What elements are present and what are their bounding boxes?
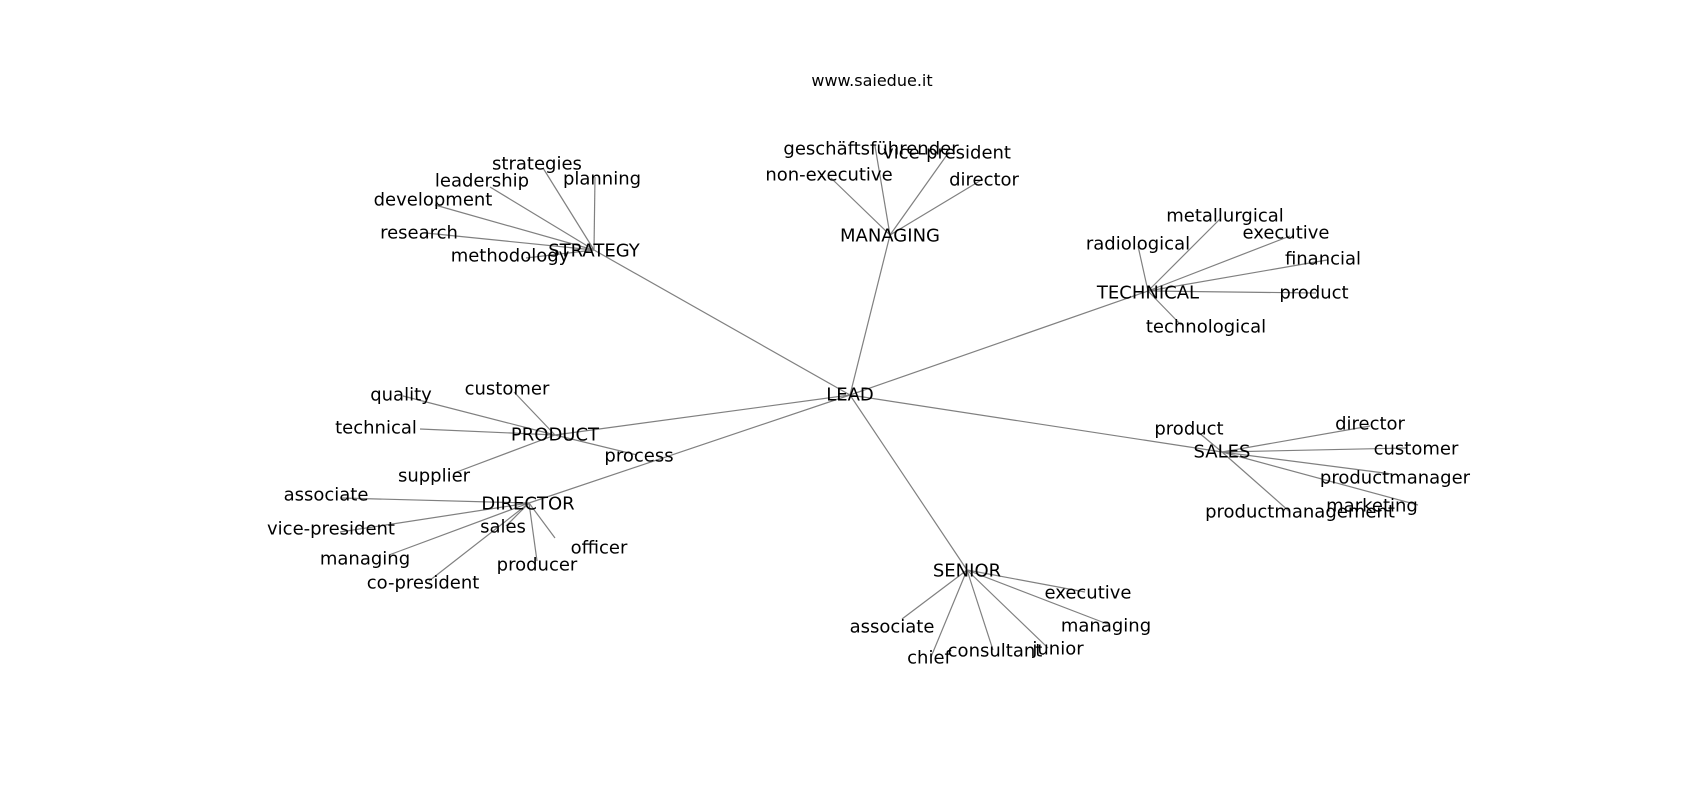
- edge-root-director: [528, 394, 851, 504]
- node-leaf-technical-technological: technological: [1146, 317, 1266, 338]
- node-leaf-technical-radiological: radiological: [1086, 234, 1190, 255]
- node-hub-senior: SENIOR: [933, 561, 1001, 582]
- node-leaf-technical-product: product: [1279, 283, 1348, 304]
- node-leaf-managing-non-executive: non-executive: [765, 165, 892, 186]
- edge-strategy-planning: [593, 176, 596, 251]
- edge-strategy-leadership: [489, 186, 595, 251]
- node-leaf-strategy-strategies: strategies: [492, 154, 582, 175]
- site-label: www.saiedue.it: [811, 71, 933, 90]
- node-leaf-managing-geschäftsführender: geschäftsführender: [783, 139, 959, 160]
- edge-senior-executive: [966, 569, 1086, 593]
- node-leaf-strategy-methodology: methodology: [451, 246, 570, 267]
- edge-product-quality: [402, 395, 556, 436]
- node-leaf-senior-junior: junior: [1031, 639, 1084, 660]
- node-leaf-managing-director: director: [949, 170, 1019, 191]
- edge-director-associate: [340, 497, 530, 504]
- edge-senior-consultant: [966, 569, 994, 651]
- edge-managing-director: [889, 178, 984, 236]
- node-leaf-director-associate: associate: [284, 485, 369, 506]
- edge-root-technical: [849, 290, 1149, 396]
- edge-root-product: [554, 394, 851, 436]
- edge-sales-customer: [1221, 447, 1408, 453]
- edge-root-managing: [849, 234, 891, 396]
- node-leaf-senior-associate: associate: [850, 617, 935, 638]
- edge-product-technical: [419, 428, 556, 436]
- edge-product-supplier: [453, 434, 556, 474]
- node-leaf-senior-consultant: consultant: [948, 641, 1043, 662]
- node-leaf-director-sales: sales: [480, 517, 526, 538]
- edge-senior-chief: [930, 569, 968, 658]
- edge-strategy-research: [425, 232, 595, 251]
- node-leaf-strategy-development: development: [374, 190, 493, 211]
- node-hub-technical: TECHNICAL: [1096, 283, 1199, 304]
- node-leaf-senior-executive: executive: [1044, 583, 1131, 604]
- node-leaf-director-producer: producer: [497, 555, 578, 576]
- edge-technical-executive: [1147, 235, 1291, 292]
- node-leaf-sales-productmanager: productmanager: [1320, 468, 1471, 489]
- node-leaf-technical-executive: executive: [1242, 223, 1329, 244]
- graph-edges: [339, 145, 1419, 658]
- edge-managing-geschäftsführender: [874, 145, 891, 236]
- node-hub-director: DIRECTOR: [481, 494, 574, 515]
- edge-sales-productmanagement: [1221, 451, 1291, 513]
- node-hub-product: PRODUCT: [511, 425, 600, 446]
- node-leaf-director-vice-president: vice-president: [267, 519, 395, 540]
- edge-managing-vice-president: [889, 151, 950, 236]
- node-leaf-sales-productmanagement: productmanagement: [1205, 502, 1395, 523]
- edge-root-strategy: [593, 249, 851, 396]
- edge-technical-radiological: [1137, 245, 1149, 292]
- node-leaf-director-managing: managing: [320, 549, 410, 570]
- node-leaf-director-co-president: co-president: [367, 573, 480, 594]
- node-leaf-senior-managing: managing: [1061, 616, 1151, 637]
- edge-director-vice-president: [339, 502, 530, 533]
- node-leaf-senior-chief: chief: [907, 648, 951, 669]
- node-leaf-sales-marketing: marketing: [1326, 496, 1418, 517]
- edge-strategy-strategies: [542, 167, 595, 251]
- node-hub-strategy: STRATEGY: [548, 241, 641, 262]
- edge-technical-financial: [1147, 259, 1328, 292]
- node-leaf-product-supplier: supplier: [398, 466, 471, 487]
- edge-strategy-development: [434, 204, 595, 251]
- edge-senior-managing: [966, 569, 1111, 626]
- node-leaf-strategy-research: research: [380, 223, 458, 244]
- node-leaf-sales-product: product: [1154, 419, 1223, 440]
- edge-managing-non-executive: [830, 177, 891, 236]
- node-leaf-product-technical: technical: [335, 418, 417, 439]
- node-hub-managing: MANAGING: [840, 226, 940, 247]
- edge-technical-metallurgical: [1147, 218, 1221, 292]
- edge-director-managing: [388, 502, 530, 556]
- edge-sales-product: [1197, 431, 1223, 453]
- edge-product-customer: [513, 391, 556, 436]
- edge-technical-technological: [1147, 290, 1182, 326]
- edge-root-senior: [849, 394, 968, 571]
- edge-director-sales: [505, 502, 530, 527]
- node-leaf-director-officer: officer: [571, 538, 628, 559]
- edge-sales-marketing: [1221, 451, 1419, 506]
- node-leaf-sales-director: director: [1335, 414, 1405, 435]
- edge-senior-junior: [966, 569, 1049, 649]
- node-root: LEAD: [826, 385, 874, 406]
- node-leaf-strategy-planning: planning: [563, 169, 641, 190]
- node-leaf-managing-vice-president: vice-president: [883, 143, 1011, 164]
- node-leaf-strategy-leadership: leadership: [435, 171, 529, 192]
- edge-senior-associate: [901, 569, 968, 620]
- edge-director-producer: [528, 502, 538, 562]
- node-leaf-technical-financial: financial: [1285, 249, 1361, 270]
- edge-technical-product: [1147, 290, 1317, 294]
- edge-root-sales: [849, 394, 1223, 453]
- node-leaf-technical-metallurgical: metallurgical: [1166, 206, 1284, 227]
- edge-product-process: [554, 434, 638, 456]
- node-leaf-product-quality: quality: [370, 385, 432, 406]
- node-leaf-product-process: process: [604, 446, 673, 467]
- node-leaf-product-customer: customer: [465, 379, 550, 400]
- edge-strategy-methodology: [525, 249, 595, 259]
- node-hub-sales: SALES: [1194, 442, 1251, 463]
- edge-director-co-president: [428, 502, 530, 582]
- edge-sales-productmanager: [1221, 451, 1393, 475]
- edge-director-officer: [528, 502, 556, 539]
- edge-sales-director: [1221, 425, 1371, 453]
- node-leaf-sales-customer: customer: [1374, 439, 1459, 460]
